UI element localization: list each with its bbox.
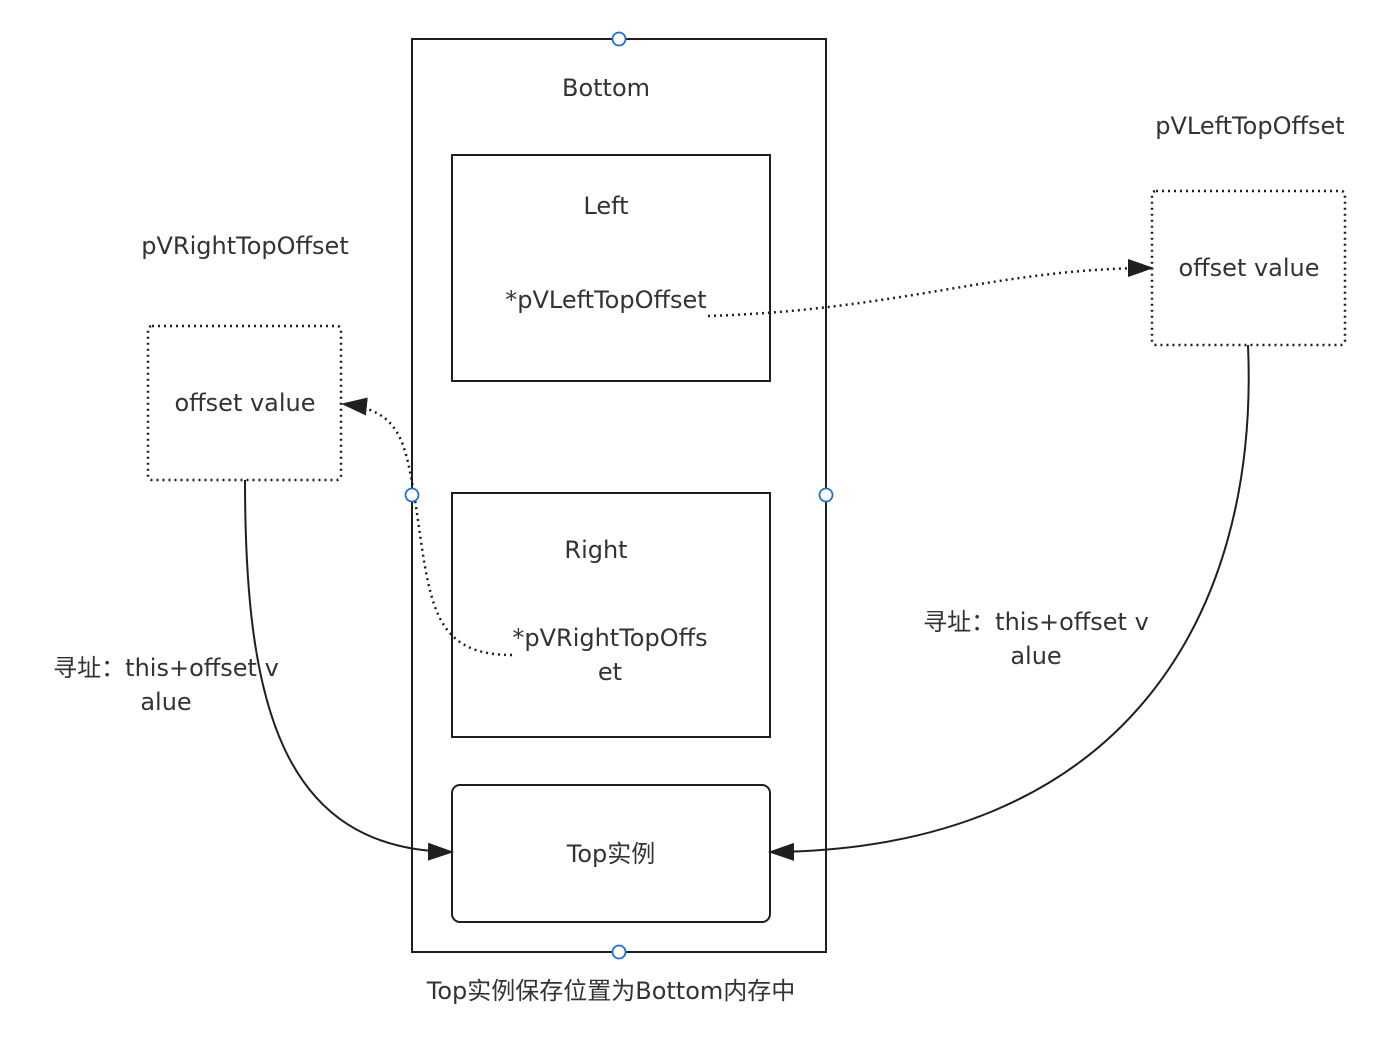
right-addressing-arrow <box>768 344 1250 861</box>
handle-left[interactable] <box>404 487 420 503</box>
left-addressing-label: 寻址：this+offset value <box>53 654 279 716</box>
handle-right[interactable] <box>818 487 834 503</box>
right-pointer-arrow <box>341 397 513 657</box>
left-pointer-label: *pVLeftTopOffset <box>505 286 707 314</box>
handle-bottom[interactable] <box>611 944 627 960</box>
right-offset-box <box>146 324 343 482</box>
bottom-title: Bottom <box>561 74 651 102</box>
right-title: Right <box>564 536 628 564</box>
right-offset-name: pVRightTopOffset <box>141 232 349 260</box>
right-pointer-label: *pVRightTopOffset <box>512 624 708 686</box>
left-addressing-arrow <box>244 479 454 861</box>
handle-top[interactable] <box>611 31 627 47</box>
left-box <box>451 154 771 382</box>
left-offset-value: offset value <box>1178 254 1320 282</box>
right-box <box>451 492 771 738</box>
left-pointer-arrow <box>707 259 1154 318</box>
left-title: Left <box>583 192 629 220</box>
top-instance-label: Top实例 <box>566 840 656 868</box>
right-offset-value: offset value <box>174 389 316 417</box>
bottom-box <box>411 38 827 953</box>
caption: Top实例保存位置为Bottom内存中 <box>426 977 796 1005</box>
left-offset-name: pVLeftTopOffset <box>1155 112 1345 140</box>
right-addressing-label: 寻址：this+offset value <box>923 608 1149 670</box>
